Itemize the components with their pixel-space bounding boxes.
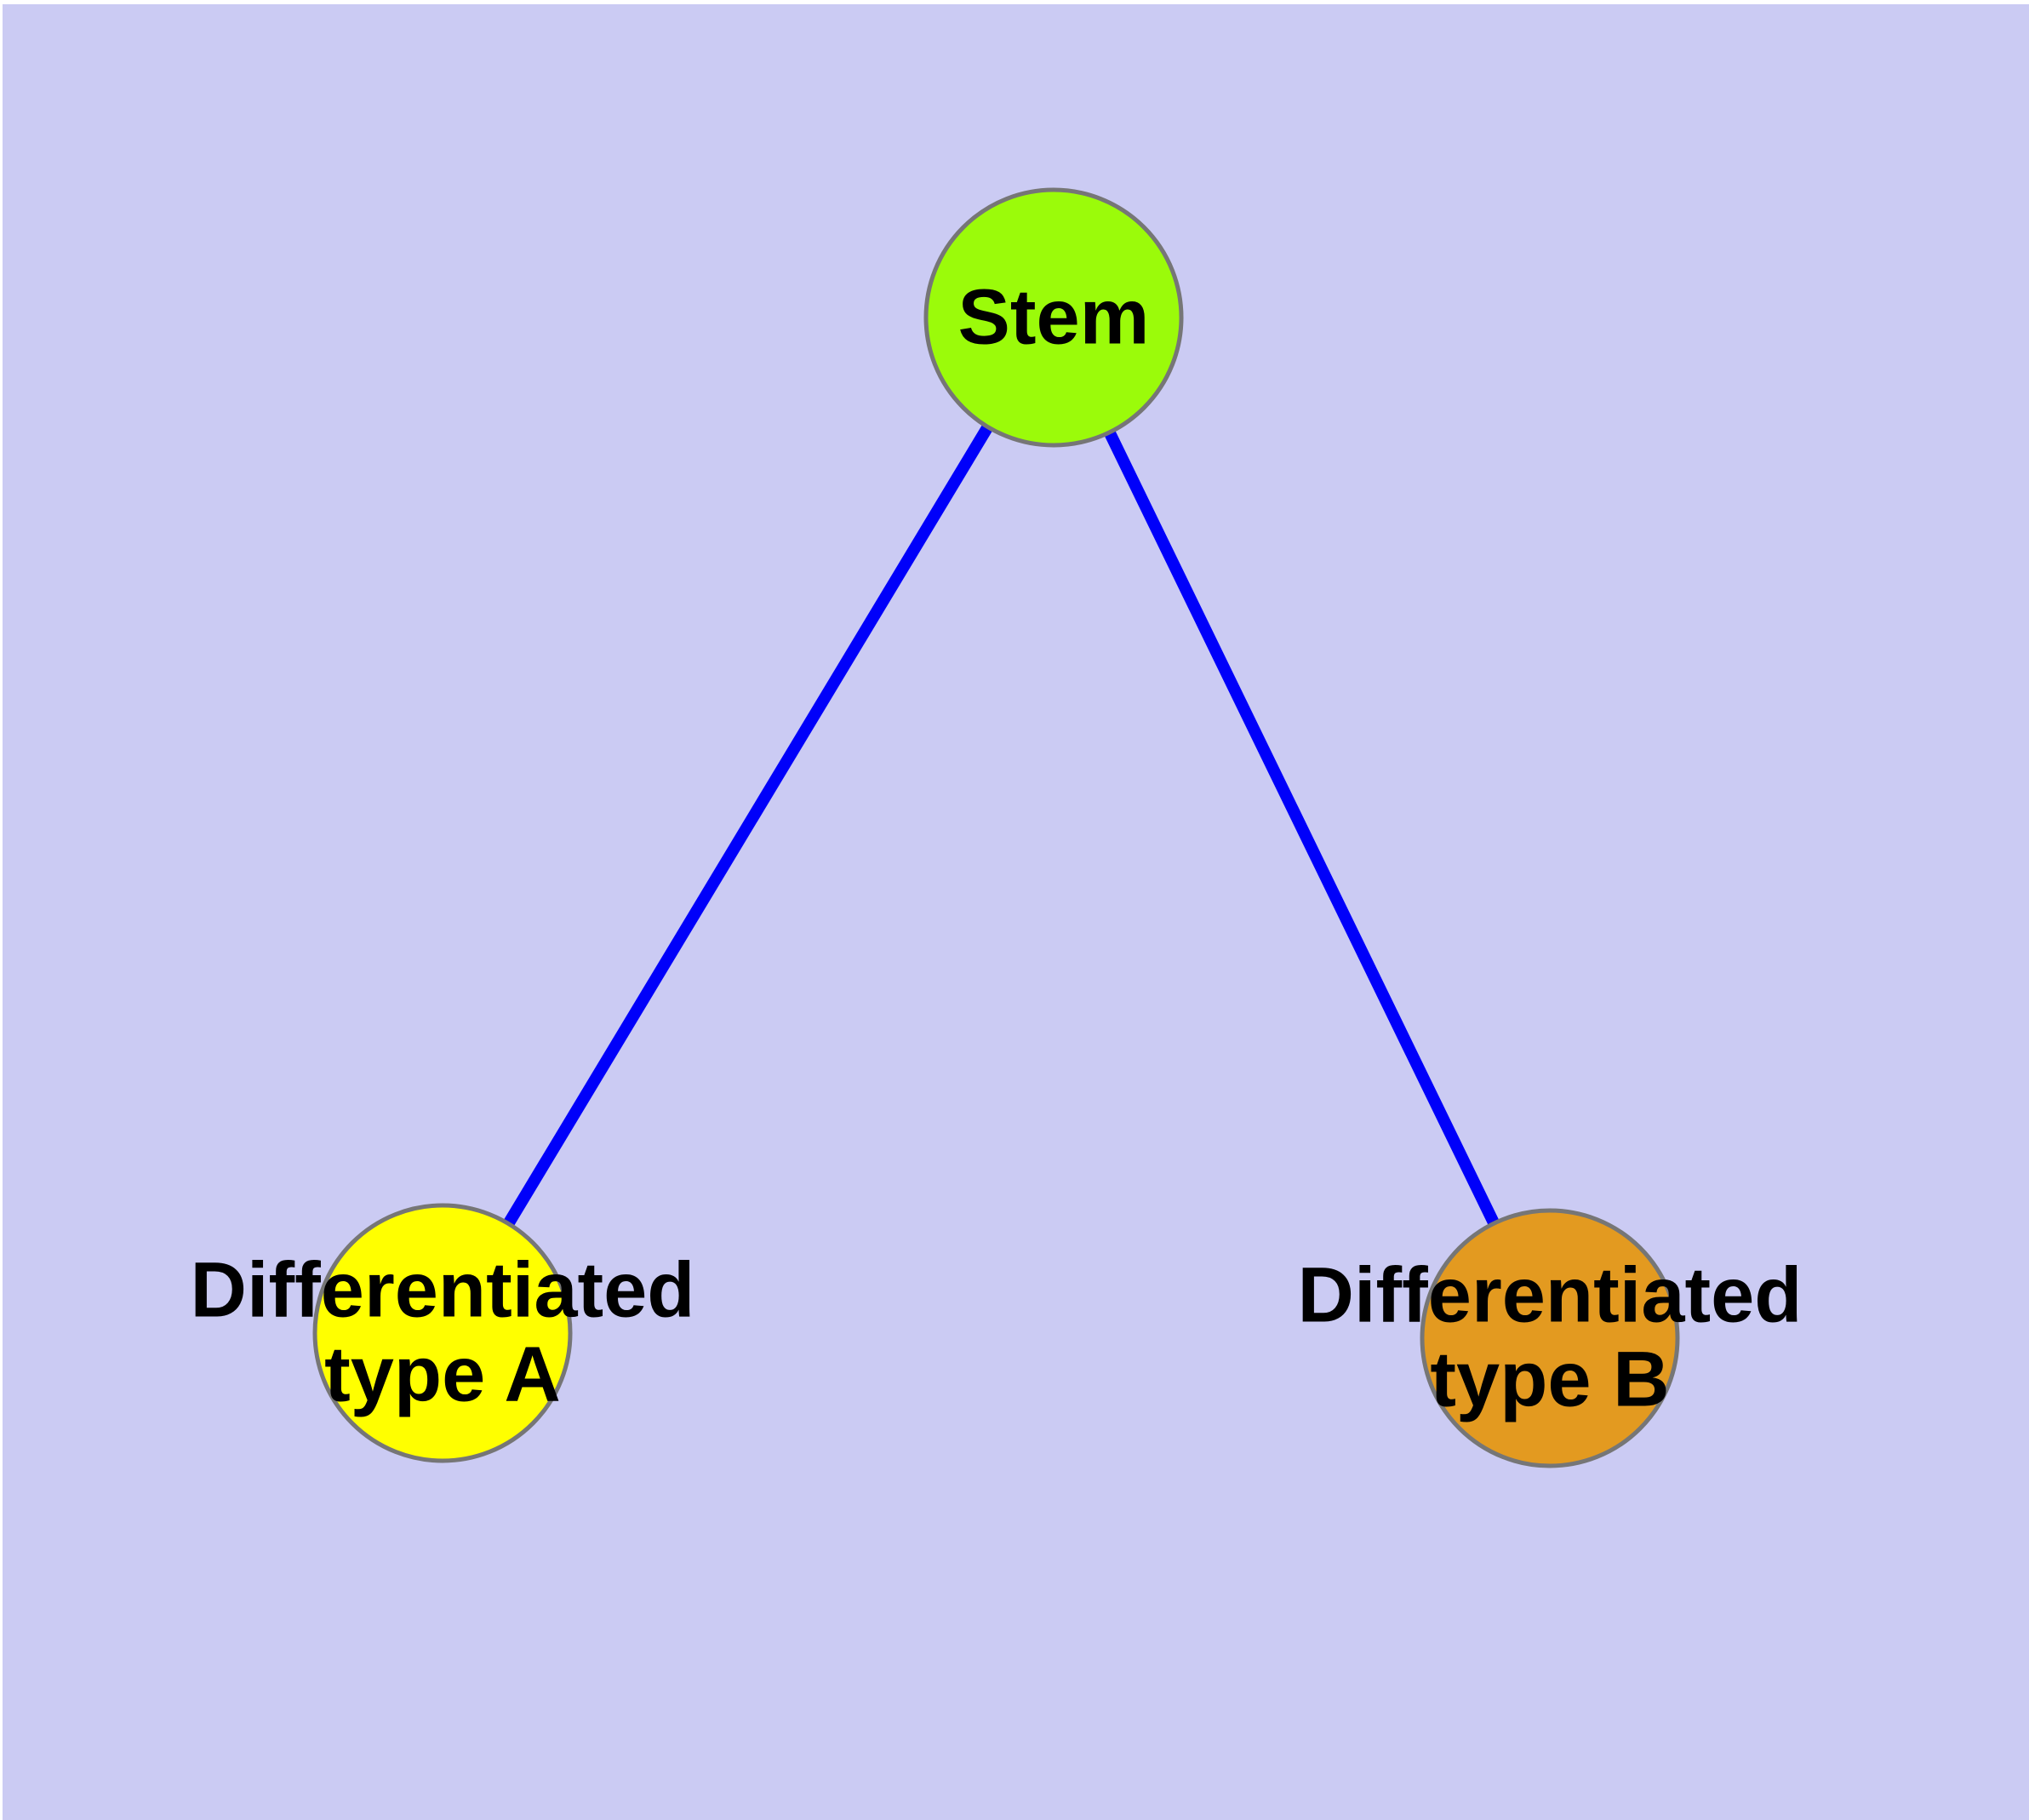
edge-stem-to-type-a — [437, 314, 1059, 1336]
node-type-a-circle — [312, 1203, 573, 1463]
node-type-b-circle — [1420, 1208, 1680, 1468]
edge-stem-to-type-b — [1048, 314, 1556, 1342]
node-stem-circle — [923, 187, 1184, 448]
